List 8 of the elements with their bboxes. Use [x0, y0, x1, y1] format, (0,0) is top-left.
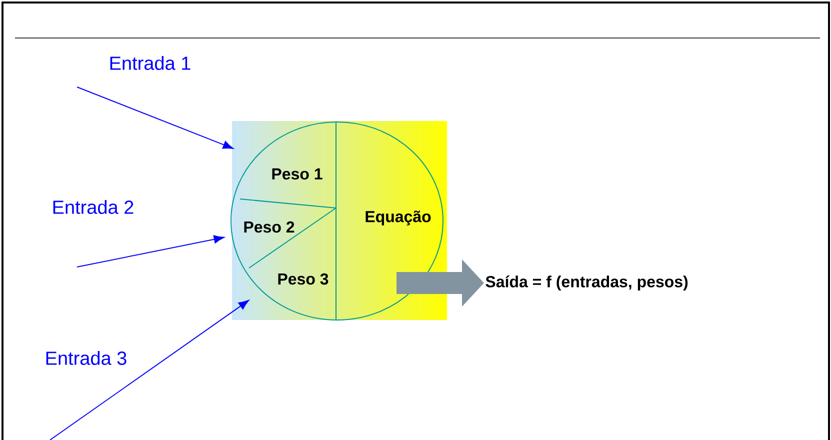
input-label: Entrada 2 — [53, 200, 134, 214]
arrow — [76, 235, 224, 268]
arrow — [76, 86, 234, 149]
neuron-drawing: Peso 1 Peso 2 Peso 3 Equação — [230, 122, 444, 320]
output-text: Saída = f (entradas, pesos) — [486, 275, 688, 291]
arrow — [50, 300, 249, 440]
input-label: Entrada 1 — [110, 56, 190, 70]
input-label: Entrada 3 — [46, 351, 126, 365]
